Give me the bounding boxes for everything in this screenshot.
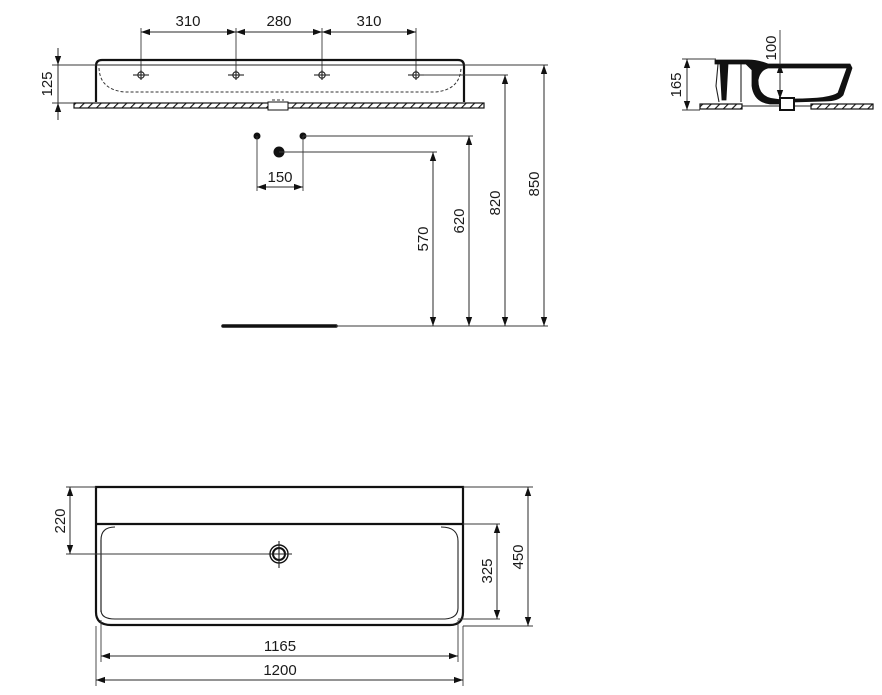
plan-view: 220 325 450 1165 1200 [52,485,533,686]
basin-height-dimension: 125 [39,48,96,120]
tap-hole-extension-lines [140,28,417,80]
basin-height-label: 125 [39,71,56,96]
tap-spacing-2-label: 280 [266,13,291,30]
rim-height-label: 820 [487,190,504,215]
bowl-width-label: 1165 [264,638,296,655]
top-height-label: 850 [526,171,543,196]
waste-height-label: 570 [415,226,432,251]
tap-spacing-3-label: 310 [356,13,381,30]
side-section-view: 165 100 [668,30,874,111]
supply-height-label: 620 [451,208,468,233]
side-bowl-depth-label: 100 [763,35,780,60]
basin-front-outline [73,58,485,111]
tap-spacing-dimensions: 310 280 310 [141,13,416,36]
drain-offset-label: 220 [52,508,69,533]
tap-hole-symbols [133,70,424,80]
overall-width-label: 1200 [263,662,296,679]
installation-heights-view: 150 570 620 820 850 [221,65,548,328]
supply-spacing-label: 150 [267,169,292,186]
tap-spacing-1-label: 310 [175,13,200,30]
front-elevation-view: 310 280 310 [39,13,548,120]
side-height-label: 165 [668,72,685,97]
drain-symbol [266,541,292,568]
overall-depth-label: 450 [510,544,527,569]
bowl-depth-label: 325 [479,558,496,583]
